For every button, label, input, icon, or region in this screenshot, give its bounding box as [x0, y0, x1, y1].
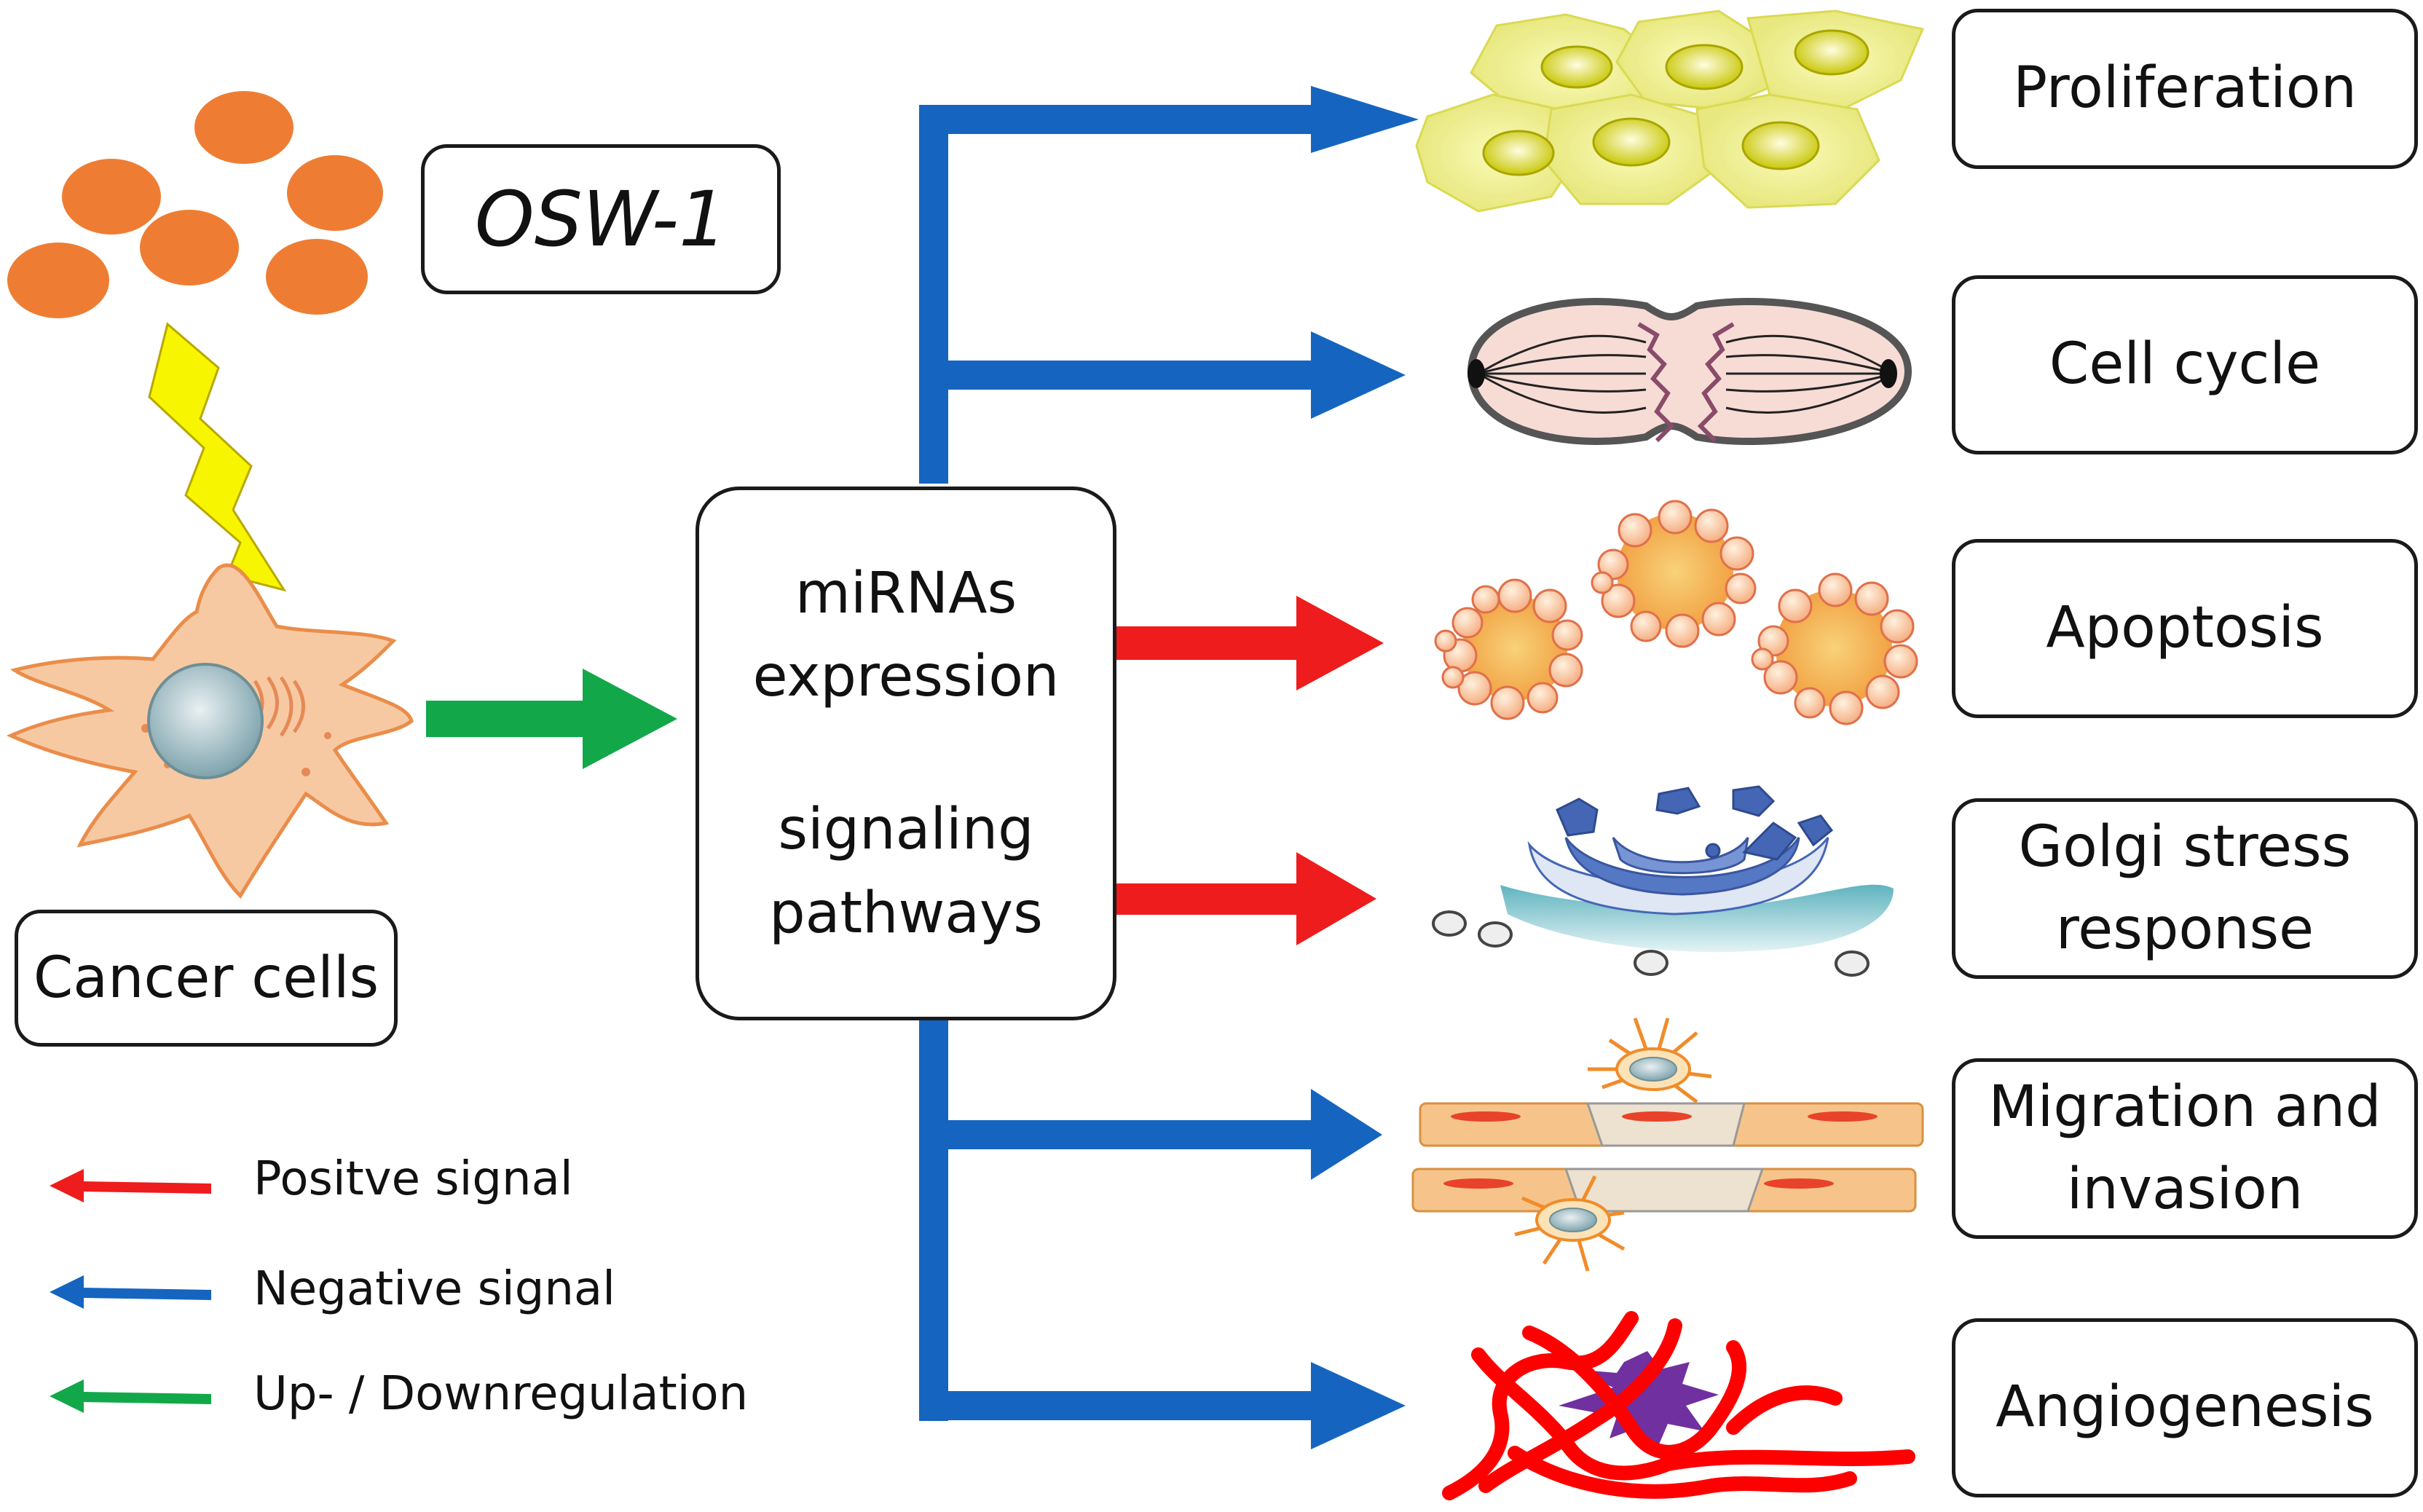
- angiogenesis-illustration: [1442, 1311, 1915, 1500]
- lightning-bolt-icon: [148, 322, 287, 592]
- cancer-cell-illustration: [6, 563, 414, 899]
- source-label: Cancer cells: [33, 945, 379, 1011]
- golgi-illustration: [1432, 785, 1894, 977]
- legend-arrows: [50, 1169, 211, 1413]
- proliferation-illustration: [1415, 9, 1925, 213]
- drug-label-box: OSW-1: [421, 144, 781, 294]
- hub-box: miRNAs expression signaling pathways: [696, 487, 1116, 1020]
- positive-arrows: [1116, 596, 1384, 945]
- hub-line-2: expression: [752, 644, 1060, 710]
- cell-cycle-illustration: [1467, 298, 1912, 445]
- outcome-label-2: invasion: [2066, 1157, 2304, 1222]
- legend-negative-label: Negative signal: [253, 1262, 615, 1316]
- outcome-box-migration: Migration and invasion: [1952, 1058, 2418, 1239]
- drug-dots: [7, 91, 383, 318]
- negative-arrows-upper: [919, 86, 1419, 484]
- hub-line-4: pathways: [769, 880, 1043, 946]
- hub-line-3: signaling: [778, 797, 1034, 862]
- negative-arrows-lower: [919, 1020, 1406, 1449]
- outcome-label: Cell cycle: [2049, 331, 2321, 398]
- hub-line-1: miRNAs: [795, 560, 1017, 626]
- outcome-label: Golgi stress: [2018, 814, 2352, 880]
- outcome-label-2: response: [2055, 897, 2314, 962]
- legend-regulation-label: Up- / Downregulation: [253, 1367, 749, 1421]
- outcome-label: Angiogenesis: [1995, 1374, 2374, 1441]
- migration-illustration: [1411, 1017, 1924, 1272]
- outcome-box-angiogenesis: Angiogenesis: [1952, 1318, 2418, 1497]
- outcome-box-golgi: Golgi stress response: [1952, 798, 2418, 979]
- legend-positive-label: Positve signal: [253, 1152, 573, 1206]
- outcome-label: Apoptosis: [2046, 595, 2324, 661]
- source-label-box: Cancer cells: [15, 910, 398, 1047]
- drug-label: OSW-1: [474, 175, 728, 264]
- outcome-label: Migration and: [1988, 1074, 2381, 1140]
- outcome-label: Proliferation: [2013, 55, 2357, 122]
- outcome-box-apoptosis: Apoptosis: [1952, 539, 2418, 718]
- apoptosis-illustration: [1434, 500, 1918, 725]
- outcome-box-cell-cycle: Cell cycle: [1952, 275, 2418, 454]
- outcome-box-proliferation: Proliferation: [1952, 9, 2418, 169]
- regulation-arrow: [426, 669, 677, 769]
